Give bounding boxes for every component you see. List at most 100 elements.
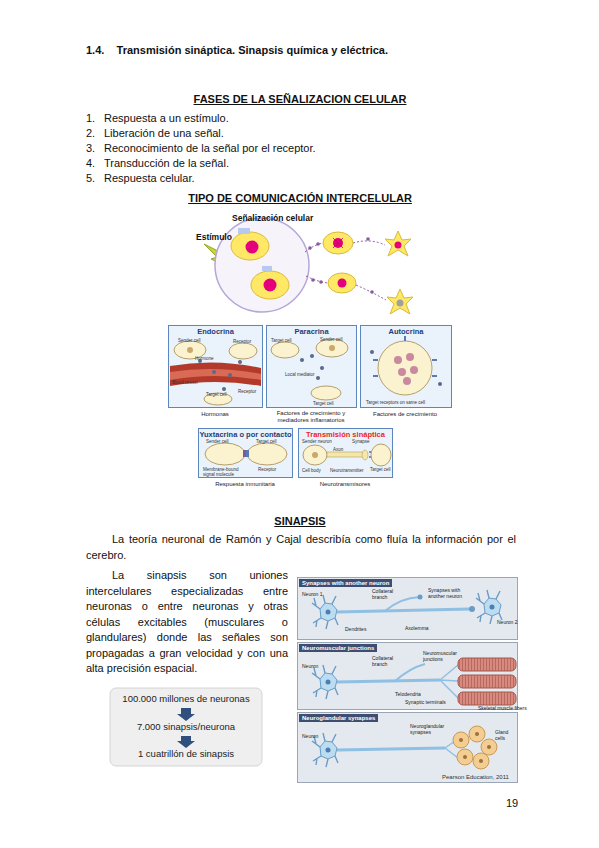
autocrine-illustration	[410, 366, 418, 374]
part-label: Gland cells	[495, 730, 517, 742]
signaling-illustration	[366, 237, 370, 241]
part-label: Axolemma	[405, 626, 429, 632]
part-label: Membrane-bound signal molecule	[203, 467, 243, 477]
body-text: La teoría neuronal de Ramón y Cajal desc…	[86, 532, 516, 563]
neuron-figure	[418, 595, 423, 600]
part-label: Neuron 1	[302, 592, 323, 598]
signaling-illustration	[246, 241, 259, 254]
paracrine-illustration	[271, 339, 348, 400]
signaling-illustration	[262, 266, 272, 271]
part-label: Sender cell	[206, 439, 229, 444]
panel-caption: Respuesta inmunitaria	[215, 481, 275, 488]
endocrine-illustration	[204, 393, 232, 405]
flow-box-background	[110, 688, 262, 766]
autocrine-illustration	[370, 350, 374, 354]
part-label: Hormone	[195, 356, 214, 361]
body-text: Reconocimiento de la señal por el recept…	[104, 142, 316, 155]
signaling-illustration	[311, 278, 315, 282]
box-text: 7.000 sinapsis/neurona	[110, 721, 262, 732]
neuron-figure	[453, 732, 469, 748]
panel-background	[266, 325, 357, 408]
part-label: Target receptors on same cell	[366, 400, 425, 405]
signaling-illustration	[338, 279, 347, 288]
signaling-illustration	[328, 273, 356, 293]
box-heading: Neuromuscular junctions	[299, 644, 377, 652]
neuron-figure	[312, 665, 338, 699]
part-label: Target cell	[206, 392, 227, 397]
part-label: Neuromuscular junctions	[423, 651, 465, 663]
neuron-figure	[337, 609, 470, 612]
box-heading: Yuxtacrina o por contacto	[199, 430, 292, 439]
signaling-illustration	[319, 280, 323, 284]
part-label: Neuroglandular synapses	[410, 724, 454, 736]
communication-panel: Paracrina	[266, 325, 357, 408]
neuron-figure	[337, 748, 445, 750]
neuron-figure	[440, 665, 458, 698]
synaptic-illustration	[312, 452, 318, 458]
endocrine-illustration	[170, 341, 261, 405]
neuron-figure	[337, 680, 440, 682]
endocrine-illustration	[212, 370, 216, 374]
body-text: 5.	[86, 172, 95, 185]
box-heading: Endocrina	[169, 327, 262, 336]
autocrine-illustration	[373, 336, 437, 376]
box-text: 1 cuatrillón de sinapsis	[110, 748, 262, 759]
part-label: Blood vessel	[172, 380, 198, 385]
signaling-illustration	[251, 271, 289, 299]
section-heading: TIPO DE COMUNICACIÓN INTERCELULAR	[188, 192, 412, 205]
part-label: Collateral branch	[372, 589, 404, 601]
box-heading: Synapses with another neuron	[299, 579, 392, 587]
neuron-figure	[458, 692, 516, 705]
body-text: 3.	[86, 142, 95, 155]
autocrine-illustration	[378, 341, 432, 395]
endocrine-illustration	[238, 360, 242, 364]
signaling-illustration	[264, 279, 277, 292]
paracrine-illustration	[311, 386, 341, 400]
neuron-figure	[473, 753, 489, 769]
signaling-illustration	[333, 238, 343, 248]
part-label: Receptor	[258, 467, 276, 472]
neuron-figure	[458, 675, 516, 688]
paracrine-illustration	[329, 345, 335, 351]
endocrine-illustration	[187, 347, 193, 353]
paracrine-illustration	[300, 358, 304, 362]
part-label: Neuron 2	[497, 620, 518, 626]
part-label: Synapse	[352, 439, 370, 444]
neuron-figure	[459, 738, 463, 742]
part-label: Target cell	[256, 439, 277, 444]
signaling-illustration	[305, 243, 324, 252]
panel-background	[168, 325, 452, 478]
signaling-illustration	[333, 238, 343, 248]
signaling-illustration	[231, 232, 269, 260]
panel-background	[298, 428, 393, 478]
part-label: Receptor	[233, 339, 251, 344]
count-box: 100.000 millones de neuronas7.000 sinaps…	[110, 688, 262, 766]
juxtacrine-illustration	[205, 443, 287, 465]
box-heading: Autocrina	[361, 327, 451, 336]
neuron-figure	[463, 755, 467, 759]
signaling-illustration	[395, 242, 402, 249]
paracrine-illustration	[316, 376, 320, 380]
flow-box-background	[177, 736, 195, 748]
neuron-figure	[469, 606, 475, 612]
part-label: Axon	[333, 447, 343, 452]
part-label: Synapses with another neuron	[428, 588, 474, 600]
synaptic-illustration	[371, 444, 391, 466]
figure-band: Neuroglandular synapses	[297, 712, 518, 783]
part-label: Collateral branch	[372, 656, 402, 668]
part-label: Target cell	[313, 401, 334, 406]
autocrine-illustration	[398, 368, 406, 376]
section-heading: SINAPSIS	[274, 515, 325, 528]
flow-box-background	[177, 708, 195, 721]
part-label: Cell body	[302, 468, 321, 473]
part-label: Sender cell	[320, 337, 343, 342]
neuron-figure	[476, 590, 502, 624]
body-text: Respuesta a un estímulo.	[104, 112, 229, 125]
autocrine-illustration	[438, 382, 442, 386]
autocrine-illustration	[370, 336, 442, 395]
part-label: Dendrites	[345, 627, 366, 633]
signaling-illustration	[204, 218, 413, 314]
neuron-figure	[469, 726, 485, 742]
neuron-figure	[297, 577, 518, 640]
endocrine-illustration	[170, 362, 261, 386]
